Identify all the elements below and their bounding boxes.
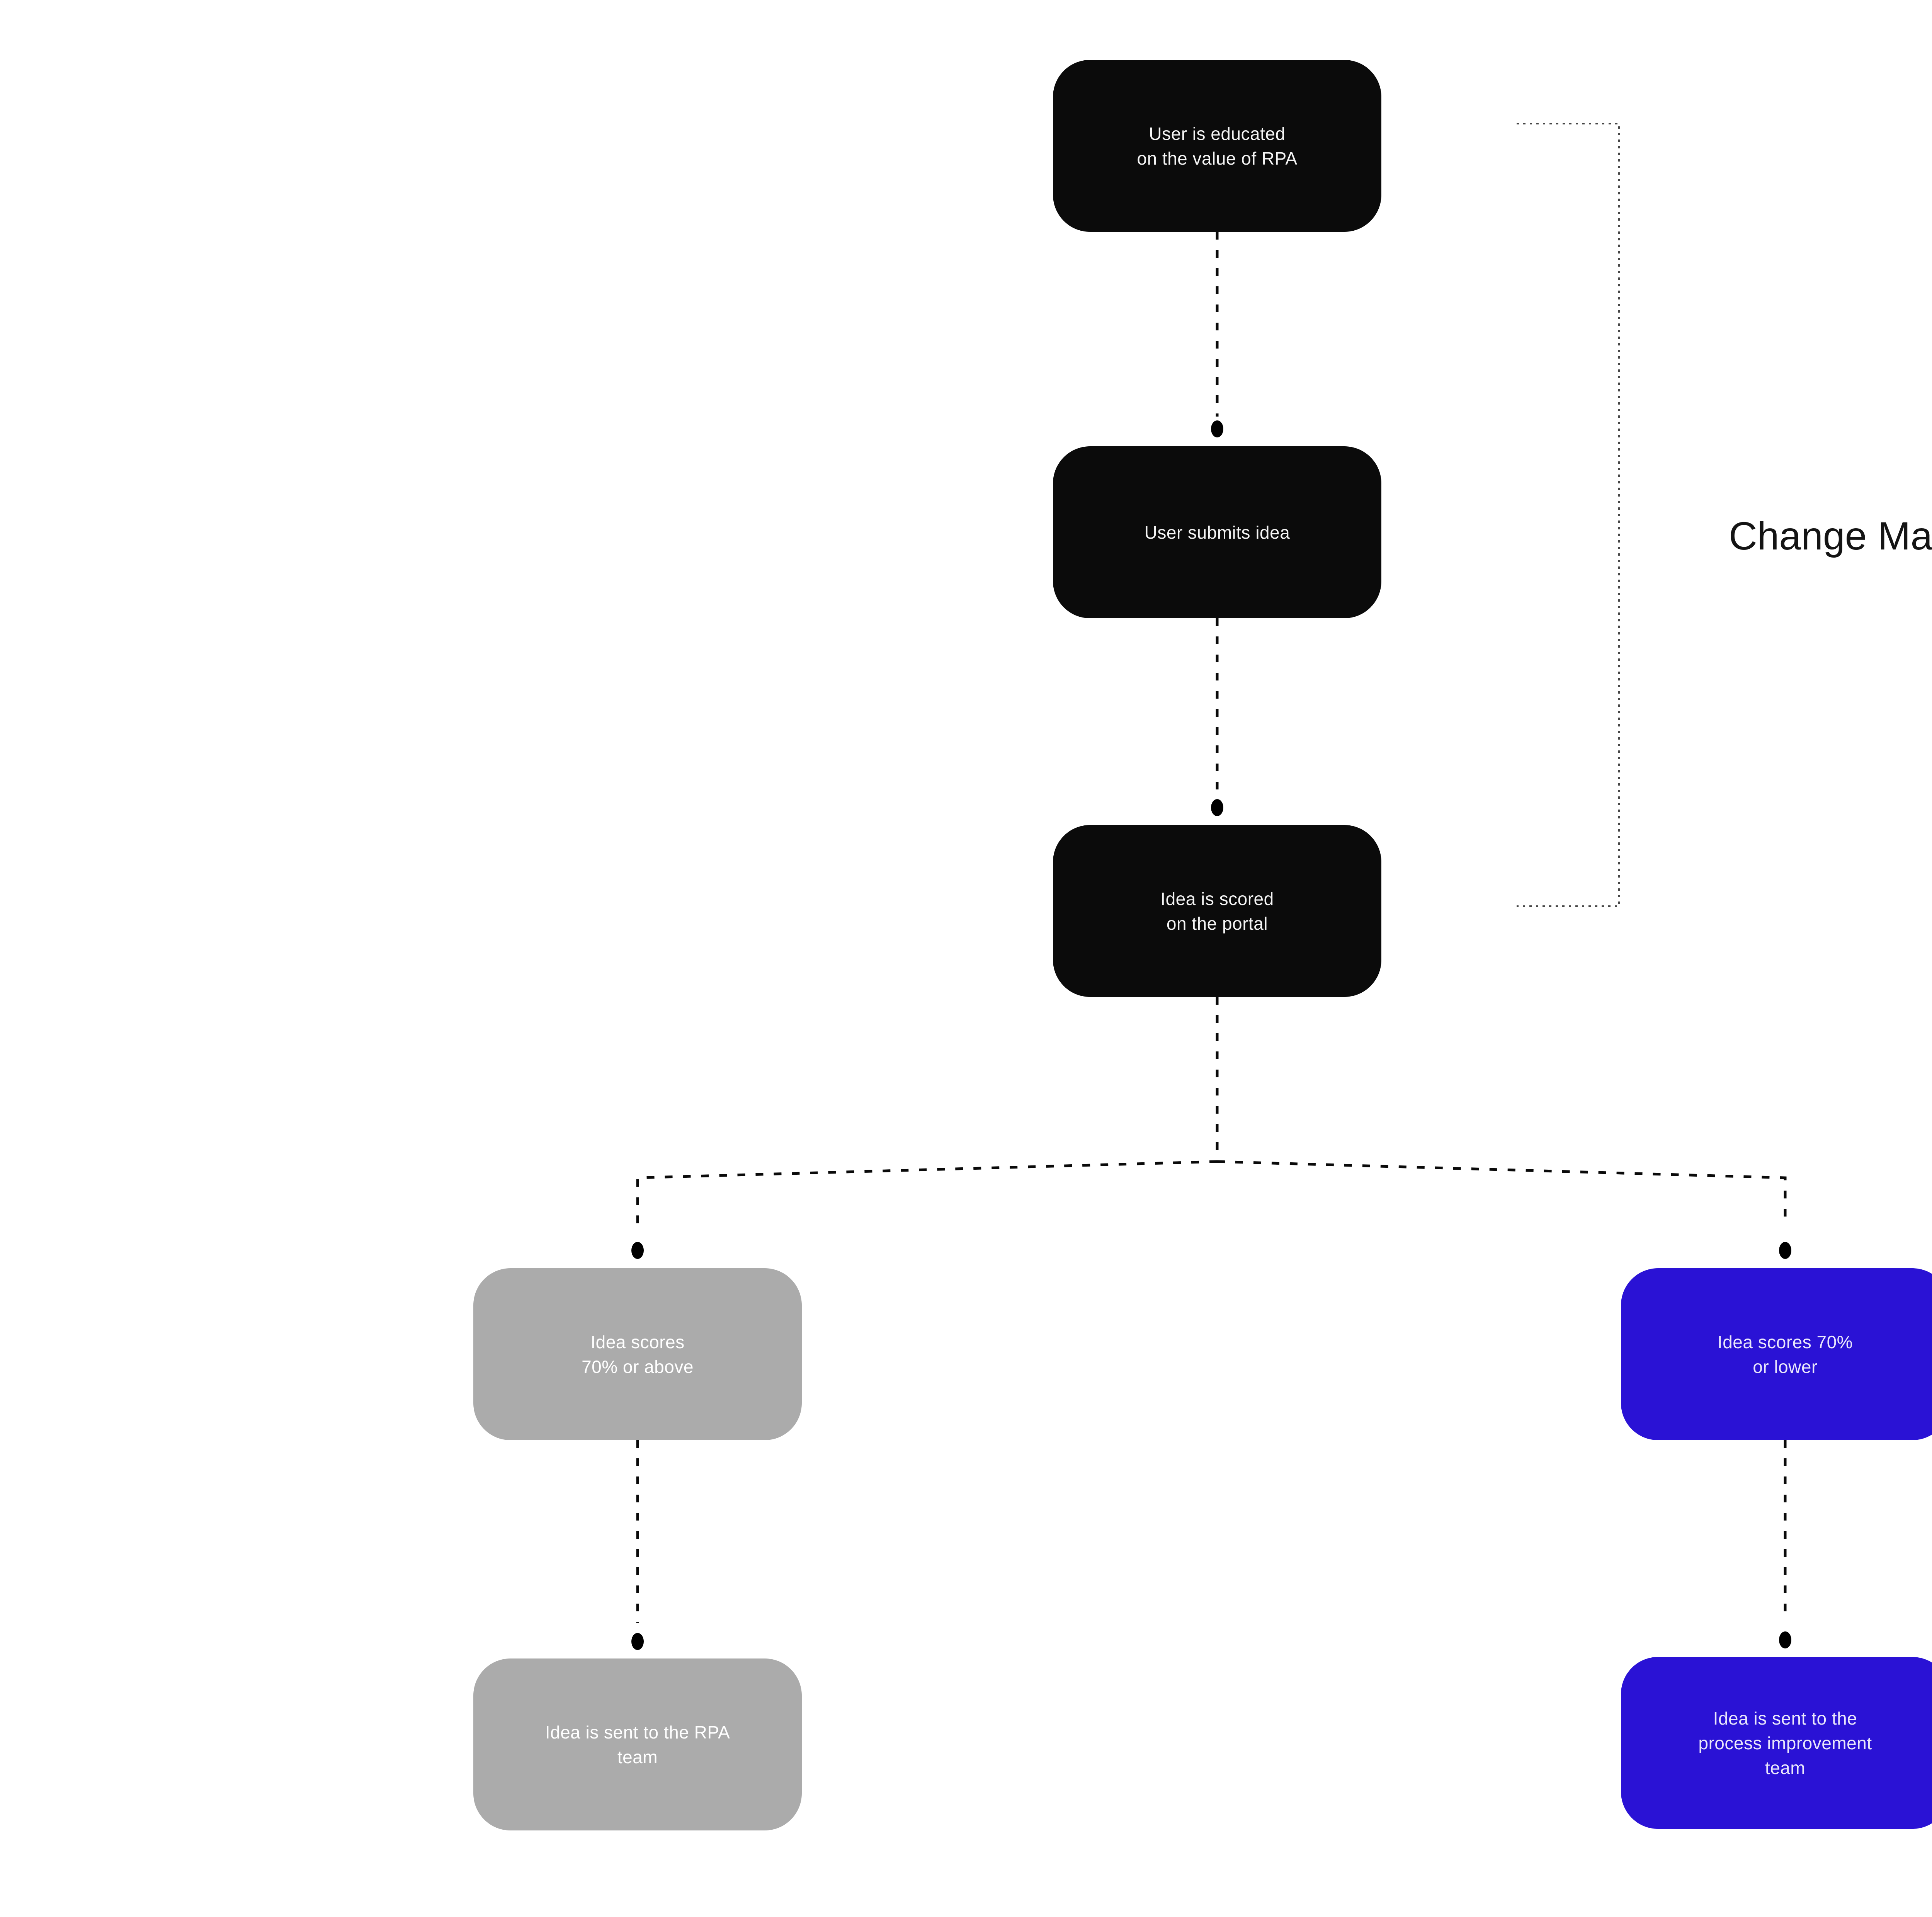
- node-idea-scored[interactable]: Idea is scored on the portal: [1053, 825, 1381, 997]
- node-idea-sent-process-improvement-team[interactable]: Idea is sent to the process improvement …: [1621, 1657, 1932, 1829]
- arrow-dot: [631, 1633, 644, 1650]
- arrow-dot: [1211, 799, 1223, 816]
- node-idea-scores-70-or-above[interactable]: Idea scores 70% or above: [473, 1268, 802, 1440]
- node-idea-scores-70-or-lower[interactable]: Idea scores 70% or lower: [1621, 1268, 1932, 1440]
- arrow-dot: [1211, 420, 1223, 437]
- change-management-label: Change Management: [1729, 514, 1932, 558]
- node-user-educated[interactable]: User is educated on the value of RPA: [1053, 60, 1381, 232]
- node-user-submits-idea[interactable]: User submits idea: [1053, 446, 1381, 618]
- change-management-bracket: [1517, 123, 1620, 907]
- node-idea-sent-rpa-team[interactable]: Idea is sent to the RPA team: [473, 1658, 802, 1830]
- arrow-dot: [631, 1242, 644, 1259]
- arrow-dot: [1779, 1631, 1791, 1648]
- connector-junction-score-high: [636, 1160, 1218, 1226]
- connector-junction-score-low: [1217, 1160, 1787, 1226]
- arrow-dot: [1779, 1242, 1791, 1259]
